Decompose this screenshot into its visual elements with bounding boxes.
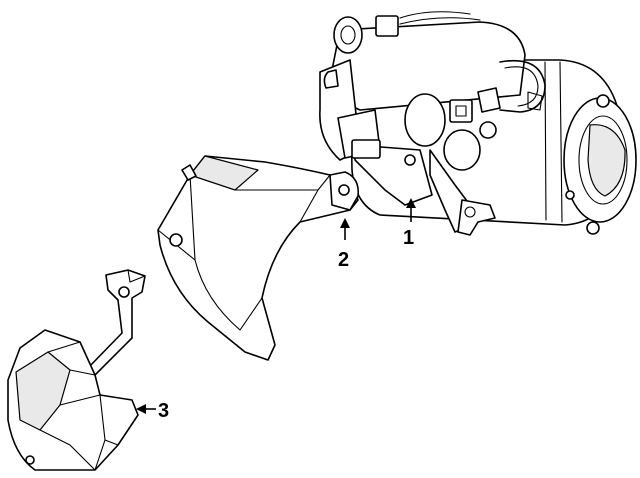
callout-1: 1 — [403, 198, 416, 249]
starter-bracket[interactable] — [157, 155, 360, 361]
callout-3-label: 3 — [158, 400, 169, 422]
callout-1-label: 1 — [403, 227, 414, 249]
callout-2-label: 2 — [338, 249, 349, 271]
starter-motor[interactable] — [319, 11, 637, 236]
callout-2: 2 — [338, 218, 350, 271]
heat-shield[interactable] — [7, 269, 146, 471]
callout-3: 3 — [136, 400, 169, 422]
